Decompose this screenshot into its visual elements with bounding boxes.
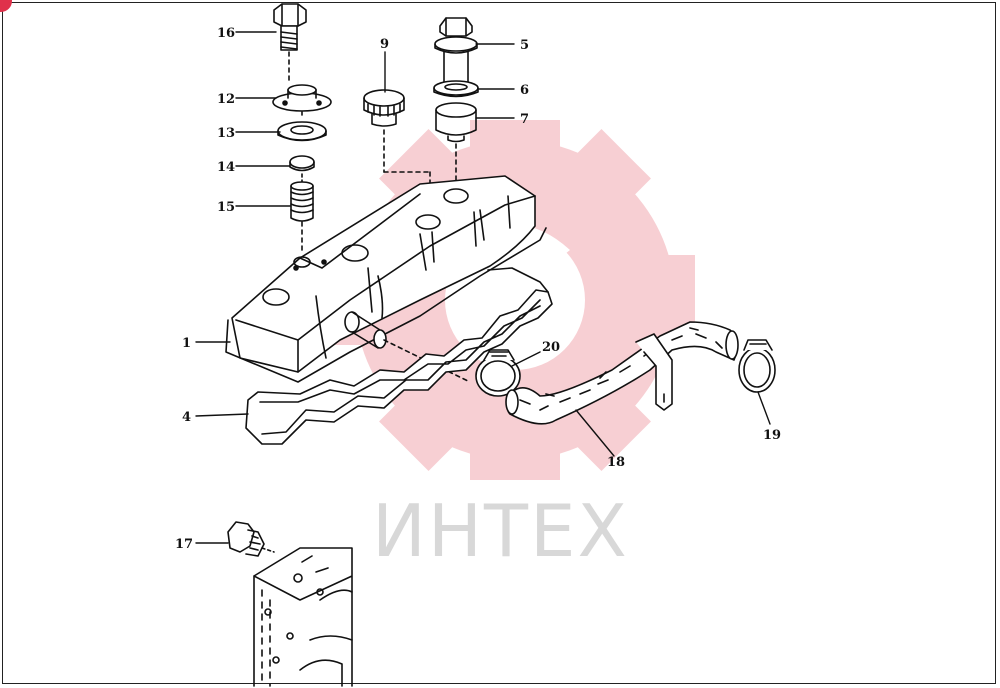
bolt-16 xyxy=(273,3,307,51)
leader-lines xyxy=(195,31,771,544)
hose-18 xyxy=(505,321,739,425)
filler-cap-9 xyxy=(363,89,405,127)
cap-12 xyxy=(272,84,332,112)
callout-14: 14 xyxy=(217,160,235,175)
callout-20: 20 xyxy=(542,340,560,355)
clamp-19 xyxy=(738,339,776,393)
callout-6: 6 xyxy=(520,83,529,98)
gasket-4 xyxy=(245,267,553,445)
callout-9: 9 xyxy=(380,37,389,52)
washer-13 xyxy=(277,121,327,142)
callout-4: 4 xyxy=(182,410,191,425)
grommet-15 xyxy=(290,181,314,222)
callout-labels: 16 12 13 14 15 1 4 9 5 6 7 20 18 19 17 xyxy=(175,26,781,552)
callout-1: 1 xyxy=(182,336,191,351)
callout-13: 13 xyxy=(217,126,235,141)
clamp-20 xyxy=(475,349,521,397)
engine-block xyxy=(253,547,353,687)
valve-cover-1 xyxy=(225,175,547,383)
callout-7: 7 xyxy=(520,112,529,127)
callout-17: 17 xyxy=(175,537,193,552)
stud-bolt-5 xyxy=(434,17,478,85)
seal-7 xyxy=(435,102,477,143)
callout-12: 12 xyxy=(217,92,235,107)
ring-14 xyxy=(289,155,315,172)
watermark-text: ИНТЕХ xyxy=(372,489,629,573)
callout-18: 18 xyxy=(607,455,625,470)
callout-16: 16 xyxy=(217,26,235,41)
washer-6 xyxy=(433,80,479,98)
plug-17 xyxy=(227,521,265,557)
callout-5: 5 xyxy=(520,38,529,53)
callout-15: 15 xyxy=(217,200,235,215)
callout-19: 19 xyxy=(763,428,781,443)
